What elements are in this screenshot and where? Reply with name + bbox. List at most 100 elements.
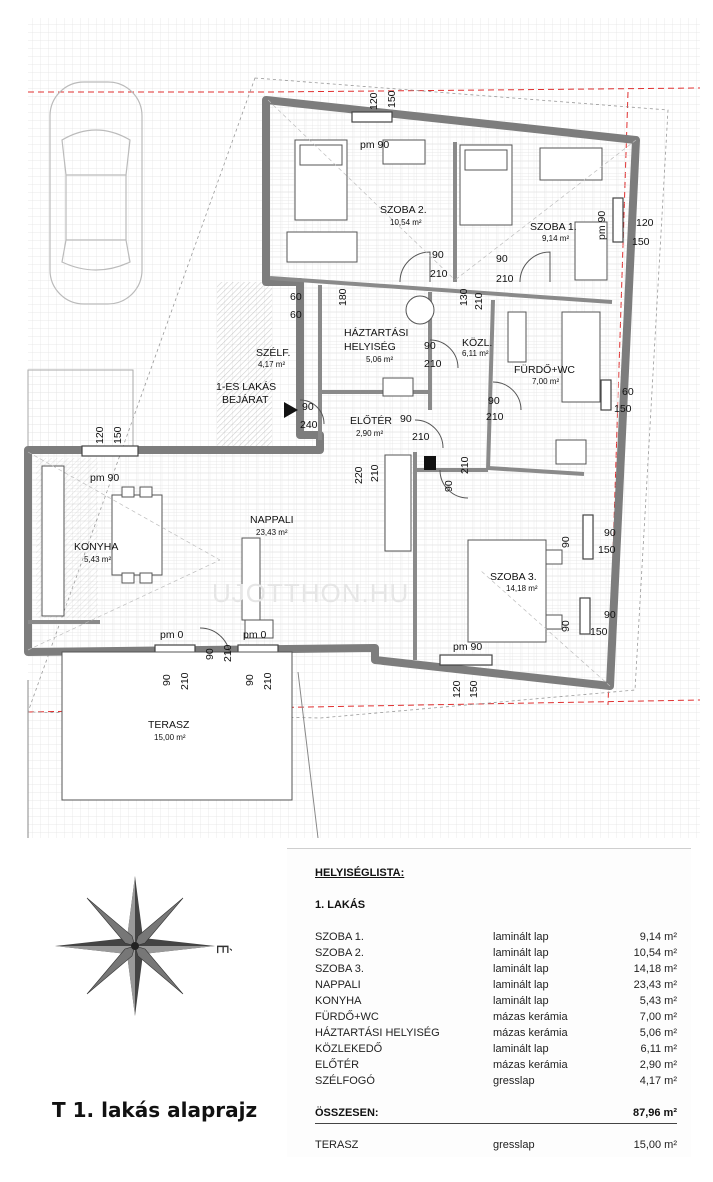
row-name: FÜRDŐ+WC [315, 1011, 379, 1023]
compass-mark: É [213, 944, 232, 954]
room-furdo-area: 7,00 m² [532, 377, 559, 386]
dim-label: 210 [222, 644, 234, 662]
row-material: mázas kerámia [493, 1011, 568, 1023]
row-material: laminált lap [493, 931, 549, 943]
vestibule-strip [217, 282, 272, 447]
total-area: 87,96 m² [632, 1107, 677, 1119]
dim-label: 90 [302, 401, 314, 413]
pm-label: pm 0 [160, 629, 184, 641]
dim-label: 120 [451, 680, 463, 698]
dim-label: 210 [262, 672, 274, 690]
row-name: ELŐTÉR [315, 1059, 360, 1071]
dim-label: 210 [486, 411, 504, 423]
room-kozl-area: 6,11 m² [462, 349, 489, 358]
dim-label: 150 [468, 680, 480, 698]
row-name: KÖZLEKEDŐ [315, 1043, 383, 1055]
terrace-row: TERASZ gresslap 15,00 m² [315, 1139, 677, 1155]
room-terasz-name: TERASZ [148, 719, 190, 731]
windows [81, 111, 624, 666]
room-list-table: HELYISÉGLISTA: 1. LAKÁS SZOBA 1. laminált… [287, 848, 691, 1157]
row-material: laminált lap [493, 963, 549, 975]
room-list-subheader: 1. LAKÁS [315, 899, 366, 911]
room-haztartasi-name-2: HELYISÉG [344, 340, 396, 353]
plan-title: T 1. lakás alaprajz [52, 1098, 258, 1122]
dim-label: 90 [400, 413, 412, 425]
row-area: 10,54 m² [633, 947, 677, 959]
dim-label: 150 [614, 403, 632, 415]
pm-label: pm 90 [596, 211, 608, 240]
room-eloter-name: ELŐTÉR [350, 413, 392, 427]
row-area: 23,43 m² [633, 979, 677, 991]
row-name: SZOBA 1. [315, 931, 364, 943]
list-item: FÜRDŐ+WC mázas kerámia 7,00 m² [315, 1011, 677, 1027]
room-szoba1-name: SZOBA 1. [530, 221, 577, 233]
dim-label: 90 [496, 253, 508, 265]
dim-label: 210 [473, 292, 485, 310]
dim-label: 210 [496, 273, 514, 285]
row-name: SZÉLFOGÓ [315, 1075, 375, 1087]
row-area: 15,00 m² [633, 1139, 677, 1151]
dim-label: 90 [244, 674, 256, 686]
dim-label: 90 [424, 340, 436, 352]
watermark: UJOTTHON.HU [212, 578, 409, 608]
dim-label: 150 [590, 626, 608, 638]
dim-label: 90 [604, 527, 616, 539]
row-material: gresslap [493, 1075, 535, 1087]
room-list-header: HELYISÉGLISTA: [315, 867, 405, 879]
room-eloter-area: 2,90 m² [356, 429, 383, 438]
room-kozl-name: KÖZL. [462, 337, 492, 349]
row-area: 6,11 m² [640, 1043, 677, 1055]
row-material: gresslap [493, 1139, 535, 1151]
dim-label: 240 [300, 419, 318, 431]
compass-rose-icon: É [55, 876, 232, 1016]
dim-label: 150 [632, 236, 650, 248]
room-szelf-name: SZÉLF. [256, 346, 290, 359]
column [424, 456, 436, 470]
dim-label: 90 [443, 480, 455, 492]
dim-label: 150 [598, 544, 616, 556]
room-szoba2-area: 10,54 m² [390, 218, 422, 227]
pm-label: pm 0 [243, 629, 267, 641]
entrance-arrow [284, 402, 298, 418]
row-name: TERASZ [315, 1139, 359, 1151]
dim-label: 60 [622, 386, 634, 398]
row-name: KONYHA [315, 995, 362, 1007]
row-name: HÁZTARTÁSI HELYISÉG [315, 1027, 440, 1039]
row-material: laminált lap [493, 947, 549, 959]
room-szoba3-name: SZOBA 3. [490, 571, 537, 583]
roof-outline [27, 77, 669, 719]
dim-label: 150 [386, 90, 398, 108]
room-furdo-name: FÜRDŐ+WC [514, 362, 575, 376]
dim-label: 210 [412, 431, 430, 443]
fence-line-2 [297, 671, 319, 839]
dim-label: 210 [459, 456, 471, 474]
dim-label: 210 [369, 464, 381, 482]
entrance-label-2: BEJÁRAT [222, 393, 269, 406]
total-divider [315, 1123, 677, 1124]
furniture [41, 139, 608, 643]
room-haztartasi-area: 5,06 m² [366, 355, 393, 364]
row-area: 14,18 m² [633, 963, 677, 975]
room-konyha-area: 5,43 m² [84, 555, 111, 564]
room-szoba2-name: SZOBA 2. [380, 204, 427, 216]
terrace [61, 651, 293, 801]
dim-label: 120 [368, 92, 380, 110]
lot-line [28, 87, 701, 93]
parked-car [49, 81, 143, 305]
dim-label: 180 [337, 288, 349, 306]
total-row: ÖSSZESEN: 87,96 m² [315, 1107, 677, 1123]
dim-label: 210 [424, 358, 442, 370]
door-swings [199, 251, 551, 659]
dim-label: 130 [458, 288, 470, 306]
row-material: mázas kerámia [493, 1059, 568, 1071]
total-label: ÖSSZESEN: [315, 1107, 379, 1119]
row-area: 7,00 m² [639, 1011, 677, 1023]
row-area: 5,06 m² [639, 1027, 677, 1039]
dim-label: 60 [290, 309, 302, 321]
row-name: SZOBA 2. [315, 947, 364, 959]
